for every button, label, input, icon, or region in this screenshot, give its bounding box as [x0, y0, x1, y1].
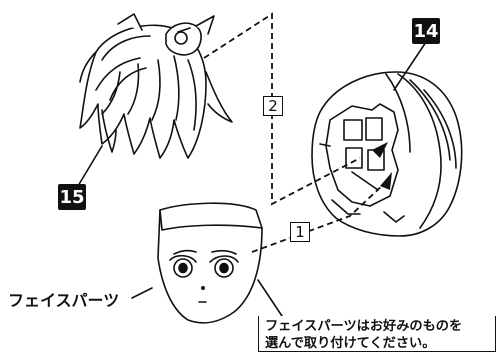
arrowhead-2 — [372, 142, 388, 158]
leader-line-face — [131, 287, 153, 299]
guide-dashed-1 — [251, 181, 387, 253]
step-1-marker: 1 — [290, 222, 310, 242]
leader-line-15 — [77, 145, 103, 187]
note-callout-pointer — [257, 279, 283, 317]
leader-line-14 — [393, 35, 431, 91]
front-hair-part — [79, 13, 233, 159]
instruction-note-line-1: フェイスパーツはお好みのものを — [265, 319, 463, 334]
step-2-marker: 2 — [263, 96, 283, 116]
part-number-14-badge: 14 — [412, 18, 440, 44]
arrowhead-1 — [380, 172, 392, 190]
part-number-15-badge: 15 — [58, 184, 86, 210]
face-part — [157, 202, 263, 324]
instruction-note-line-2: 選んで取り付けてください。 — [265, 336, 436, 351]
back-hair-part — [311, 71, 463, 237]
face-part-label: フェイスパーツ — [8, 291, 120, 310]
instruction-note: フェイスパーツはお好みのものを 選んで取り付けてください。 — [258, 316, 496, 352]
